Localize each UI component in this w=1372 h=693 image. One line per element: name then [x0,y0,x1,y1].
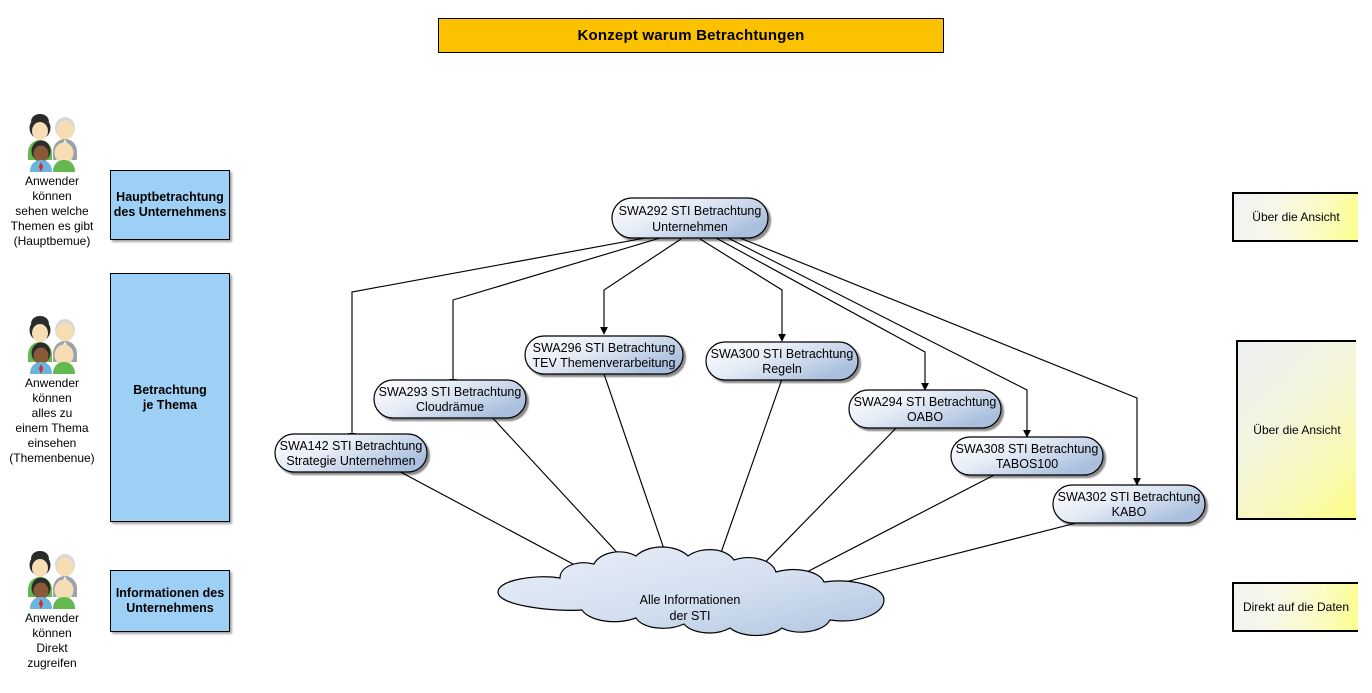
actor-3: Anwender können Direkt zugreifen [4,545,100,671]
node-swa300-shape [705,341,859,381]
sidebar-box-2-label: Betrachtung je Thema [133,382,207,412]
edge-root-to-swa302 [739,237,1142,486]
sidebar-box-hauptbetrachtung[interactable]: Hauptbetrachtung des Unternehmens [110,170,230,240]
actor-3-caption: Anwender können Direkt zugreifen [24,611,80,670]
actor-2-caption: Anwender können alles zu einem Thema ein… [9,376,95,465]
node-swa292-line1: SWA292 STI Betrachtung [619,204,762,218]
node-swa308-line2: TABOS100 [996,457,1058,471]
people-group-icon [28,114,77,172]
node-swa293-shape [373,379,527,419]
edge-swa308-to-cloud [771,471,1001,591]
node-swa142-shape [274,433,428,473]
page-title-text: Konzept warum Betrachtungen [577,27,805,44]
page-title: Konzept warum Betrachtungen [438,18,944,53]
note-2-text: Über die Ansicht [1253,423,1341,437]
note-direkt-auf-die-daten: Direkt auf die Daten [1232,582,1358,632]
node-swa292-root[interactable]: SWA292 STI Betrachtung Unternehmen [611,197,769,239]
edge-root-to-swa142 [347,237,646,441]
node-swa294-line1: SWA294 STI Betrachtung [854,395,997,409]
edge-swa294-to-cloud [741,421,903,587]
sidebar-box-betrachtung-je-thema[interactable]: Betrachtung je Thema [110,273,230,522]
edge-root-to-swa308 [727,237,1032,438]
edge-root-to-swa300 [699,238,787,342]
sidebar-box-informationen[interactable]: Informationen des Unternehmens [110,570,230,632]
sidebar-box-1-label: Hauptbetrachtung des Unternehmens [113,190,227,219]
node-swa293-line2: Cloudrämue [416,400,484,414]
node-swa142-line1: SWA142 STI Betrachtung [280,439,423,453]
cloud-line2: der STI [670,609,711,623]
node-swa296-line2: TEV Themenverarbeitung [533,356,676,370]
node-swa308-line1: SWA308 STI Betrachtung [956,442,1099,456]
edge-root-to-swa294 [715,237,930,391]
people-group-icon [28,551,77,609]
node-swa292-line2: Unternehmen [652,220,728,234]
node-swa308-shape [950,436,1104,476]
node-swa294-shape [848,389,1002,429]
node-swa300-line2: Regeln [762,362,802,376]
node-swa302-line2: KABO [1112,505,1147,519]
note-1-text: Über die Ansicht [1252,210,1340,224]
node-swa296-shape [524,335,684,375]
node-swa294-line2: OABO [907,410,943,424]
node-swa142-line2: Strategie Unternehmen [286,454,415,468]
edge-swa300-to-cloud [708,378,783,585]
node-swa294[interactable]: SWA294 STI Betrachtung OABO [848,389,1002,429]
note-ueber-die-ansicht-2: Über die Ansicht [1236,340,1356,520]
node-swa296-line1: SWA296 STI Betrachtung [533,341,676,355]
node-swa296[interactable]: SWA296 STI Betrachtung TEV Themenverarbe… [524,335,684,375]
actor-1-caption: Anwender können sehen welche Themen es g… [10,174,94,248]
node-swa302[interactable]: SWA302 STI Betrachtung KABO [1052,484,1206,524]
note-3-text: Direkt auf die Daten [1242,600,1350,614]
node-swa302-line1: SWA302 STI Betrachtung [1058,490,1201,504]
edge-root-to-swa296 [599,238,682,335]
edge-root-to-swa293 [448,237,661,387]
node-swa142[interactable]: SWA142 STI Betrachtung Strategie Unterne… [274,433,428,473]
cloud-shape [497,546,885,637]
node-swa293-line1: SWA293 STI Betrachtung [379,385,522,399]
edge-swa302-to-cloud [805,518,1093,595]
actor-1: Anwender können sehen welche Themen es g… [4,108,100,249]
actor-2: Anwender können alles zu einem Thema ein… [4,310,100,466]
node-swa292-shape [611,197,769,239]
node-swa302-shape [1052,484,1206,524]
edge-group-root [347,237,1142,486]
sidebar-box-3-label: Informationen des Unternehmens [115,586,225,615]
node-swa300-line1: SWA300 STI Betrachtung [711,347,854,361]
people-group-icon [28,316,77,374]
note-ueber-die-ansicht-1: Über die Ansicht [1232,192,1358,242]
node-swa293[interactable]: SWA293 STI Betrachtung Cloudrämue [373,379,527,419]
cloud-line1: Alle Informationen [640,593,741,607]
node-swa300[interactable]: SWA300 STI Betrachtung Regeln [705,341,859,381]
node-swa308[interactable]: SWA308 STI Betrachtung TABOS100 [950,436,1104,476]
node-cloud-alle-informationen[interactable]: Alle Informationen der STI [497,546,885,637]
